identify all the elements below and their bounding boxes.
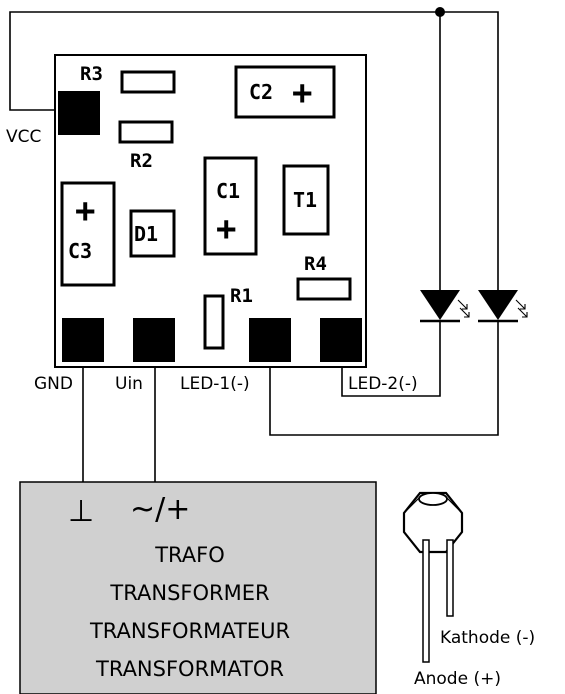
led1-wire	[269, 322, 499, 436]
r3-resistor	[120, 70, 176, 94]
transformer-line-3: TRANSFORMATEUR	[89, 619, 290, 643]
led2-wire	[341, 322, 441, 397]
cathode-leg	[446, 539, 454, 617]
vcc-label: VCC	[6, 127, 41, 147]
transformer-line-2: TRANSFORMER	[109, 581, 269, 605]
c3-capacitor	[60, 181, 116, 287]
c2-capacitor	[234, 65, 336, 119]
c1-label: C1	[216, 179, 240, 203]
led-illustration: Kathode (-) Anode (+)	[402, 491, 535, 689]
r1-resistor	[203, 294, 225, 350]
c3-label: C3	[68, 239, 92, 263]
c2-label: C2	[249, 80, 273, 104]
c1-capacitor	[203, 156, 258, 256]
r2-label: R2	[130, 150, 153, 172]
transformer-line-1: TRAFO	[154, 543, 225, 567]
c3-plus: +	[75, 191, 95, 231]
gnd-label: GND	[34, 374, 73, 394]
vcc-wire	[9, 11, 499, 290]
r2-resistor	[118, 120, 174, 144]
r3-label: R3	[80, 63, 103, 85]
uin-label: Uin	[115, 374, 143, 394]
external-wiring	[9, 7, 499, 482]
cathode-label: Kathode (-)	[440, 628, 535, 648]
transformer-line-4: TRANSFORMATOR	[95, 657, 284, 681]
d1-label: D1	[134, 222, 158, 246]
c1-plus: +	[216, 209, 236, 249]
t1-transistor	[282, 164, 330, 236]
uin-pad	[133, 318, 175, 362]
t1-label: T1	[293, 188, 317, 212]
vcc-pad	[58, 91, 100, 135]
led1-label: LED-1(-)	[180, 374, 250, 394]
led2-label: LED-2(-)	[348, 374, 418, 394]
anode-leg	[422, 539, 430, 663]
led-1-symbol	[420, 290, 470, 323]
transformer-body	[19, 481, 377, 694]
gnd-pad	[62, 318, 104, 362]
led1-pad	[249, 318, 291, 362]
r1-label: R1	[230, 285, 253, 307]
c2-plus: +	[292, 73, 312, 113]
d1-diode	[129, 209, 176, 258]
transformer-box: ⊥ ~/+ TRAFO TRANSFORMER TRANSFORMATEUR T…	[19, 481, 377, 694]
ac-symbol: ~/+	[130, 492, 190, 527]
led-2-symbol	[478, 290, 528, 323]
ground-symbol: ⊥	[68, 494, 94, 529]
r4-resistor	[296, 277, 352, 301]
r4-label: R4	[304, 253, 327, 275]
anode-label: Anode (+)	[414, 669, 501, 689]
led2-pad	[320, 318, 362, 362]
